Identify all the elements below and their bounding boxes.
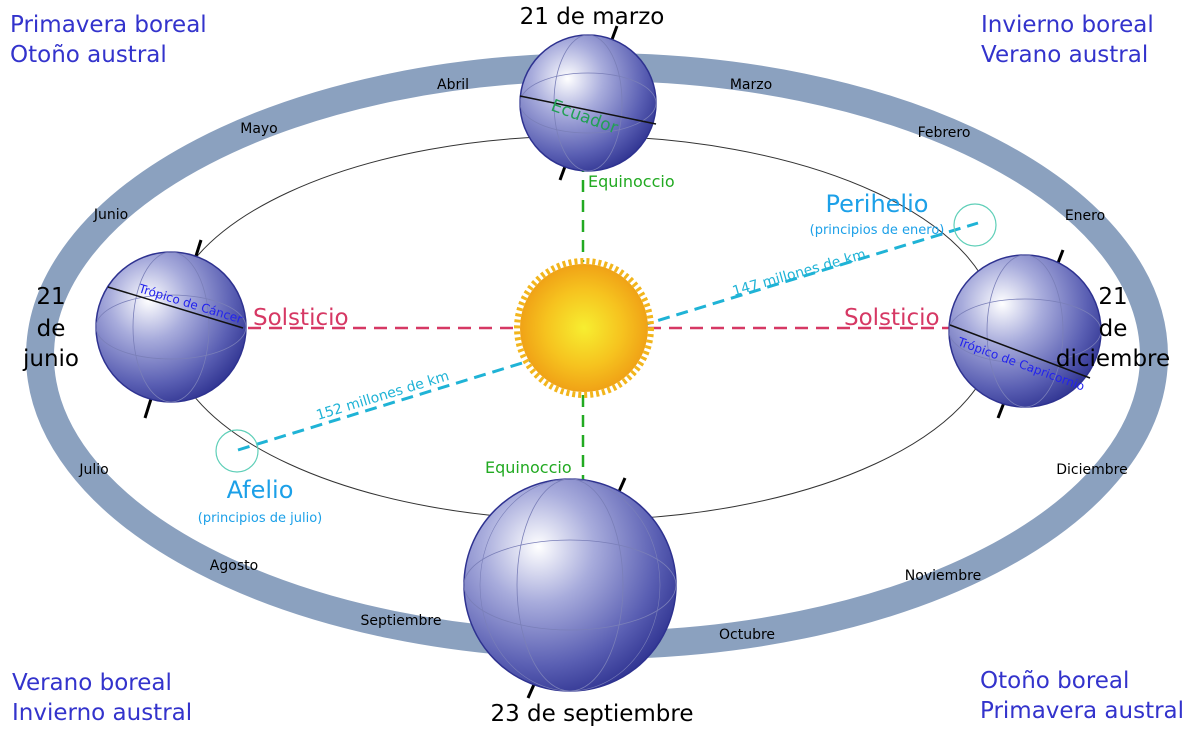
aphelion-label: Afelio — [227, 476, 294, 504]
season-bottom-right-line1: Otoño boreal — [980, 668, 1129, 694]
date-june-line3: junio — [22, 346, 79, 372]
aphelion-marker — [215, 429, 259, 473]
date-september: 23 de septiembre — [490, 701, 693, 727]
earth-september — [463, 477, 677, 699]
sun — [520, 264, 648, 392]
equinox-label-bottom: Equinoccio — [485, 458, 572, 477]
season-bottom-left-line2: Invierno austral — [12, 700, 192, 726]
date-march: 21 de marzo — [520, 4, 665, 30]
earth-december — [948, 249, 1102, 419]
date-june-line2: de — [37, 316, 66, 342]
season-top-left-line2: Otoño austral — [10, 42, 167, 68]
solstice-label-left: Solsticio — [253, 305, 349, 331]
month-junio: Junio — [93, 207, 128, 223]
month-septiembre: Septiembre — [361, 613, 442, 629]
month-agosto: Agosto — [210, 558, 258, 574]
season-bottom-left-line1: Verano boreal — [12, 670, 172, 696]
distance-label-aphelion: 152 millones de km — [314, 368, 451, 424]
sun-rays — [514, 258, 654, 398]
season-top-left-line1: Primavera boreal — [10, 12, 207, 38]
equinox-label-top: Equinoccio — [588, 172, 675, 191]
perihelion-marker — [953, 203, 997, 247]
season-top-right-line2: Verano austral — [981, 42, 1148, 68]
month-enero: Enero — [1065, 208, 1105, 224]
earth-june — [95, 239, 247, 419]
season-top-right-line1: Invierno boreal — [981, 12, 1154, 38]
solstice-label-right: Solsticio — [844, 305, 940, 331]
date-june-line1: 21 — [36, 284, 65, 310]
month-febrero: Febrero — [918, 125, 971, 141]
date-december-line1: 21 — [1098, 284, 1127, 310]
month-abril: Abril — [437, 77, 469, 93]
perihelion-sublabel: (principios de enero) — [810, 223, 945, 238]
month-marzo: Marzo — [730, 77, 772, 93]
date-december-line2: de — [1099, 316, 1128, 342]
month-octubre: Octubre — [719, 627, 775, 643]
season-bottom-right-line2: Primavera austral — [980, 698, 1184, 724]
month-julio: Julio — [78, 462, 108, 478]
distance-line-aphelion — [237, 358, 533, 452]
aphelion-sublabel: (principios de julio) — [198, 511, 322, 526]
month-mayo: Mayo — [240, 121, 278, 137]
date-december-line3: diciembre — [1056, 346, 1170, 372]
month-diciembre: Diciembre — [1056, 462, 1127, 478]
perihelion-label: Perihelio — [826, 190, 929, 218]
distance-line-perihelion — [639, 221, 979, 328]
distance-label-perihelion: 147 millones de km — [731, 246, 868, 299]
month-noviembre: Noviembre — [905, 568, 981, 584]
earth-march — [519, 25, 657, 181]
